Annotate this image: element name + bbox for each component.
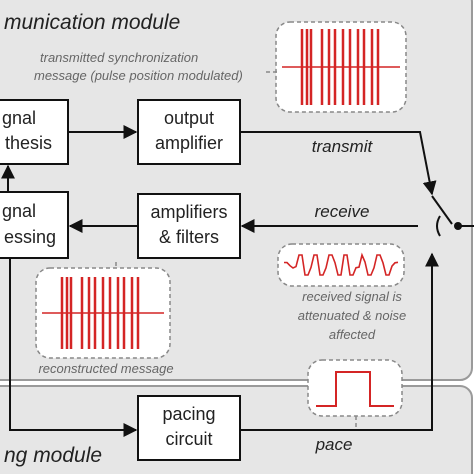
signal-processing-block xyxy=(0,191,69,259)
signal-synthesis-block xyxy=(0,99,69,165)
pace-label: pace xyxy=(315,435,353,454)
pacing-circuit-block xyxy=(137,395,241,461)
transmitted-note-line1: transmitted synchronization xyxy=(40,50,198,65)
reconstructed-note: reconstructed message xyxy=(38,361,173,376)
switch-symbol xyxy=(431,195,474,237)
synthesis-label-line2: thesis xyxy=(5,133,52,153)
pacing-module-title: ng module xyxy=(4,444,102,467)
received-note-line3: affected xyxy=(329,327,376,342)
communication-module-title: munication module xyxy=(4,11,180,34)
pulse-train-icon xyxy=(282,29,400,105)
pace-path xyxy=(240,252,439,431)
pacing-circuit-line1: pacing xyxy=(162,404,215,424)
amplifiers-filters-line2: & filters xyxy=(159,227,219,247)
pacing-circuit-line2: circuit xyxy=(165,429,212,449)
received-note-line1: received signal is xyxy=(302,289,402,304)
processing-label-line2: essing xyxy=(4,227,56,247)
received-signal-frame xyxy=(277,243,405,287)
pulse-train-icon xyxy=(42,277,164,349)
transmitted-note-line2: message (pulse position modulated) xyxy=(34,68,243,83)
amplifiers-filters-line1: amplifiers xyxy=(150,202,227,222)
pace-pulse-icon xyxy=(316,371,394,407)
amplifiers-filters-block xyxy=(137,193,241,259)
processing-label-line1: gnal xyxy=(2,201,36,221)
output-amplifier-line1: output xyxy=(164,108,214,128)
received-note-line2: attenuated & noise xyxy=(298,308,406,323)
receive-label: receive xyxy=(315,202,370,221)
transmit-path xyxy=(240,131,437,196)
output-amplifier-block xyxy=(137,99,241,165)
transmit-label: transmit xyxy=(312,137,374,156)
output-amplifier-line2: amplifier xyxy=(155,133,223,153)
noisy-signal-icon xyxy=(283,252,399,276)
synthesis-label-line1: gnal xyxy=(2,108,36,128)
processing-to-pacing-arrow xyxy=(9,258,138,437)
pace-signal-frame xyxy=(307,359,403,417)
